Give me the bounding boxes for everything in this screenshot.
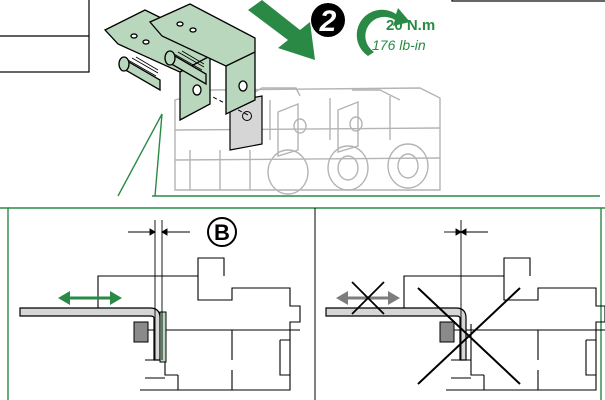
correct-installation-detail: B [19, 217, 301, 391]
step-badge-icon: 2 [311, 3, 345, 38]
detail-panel-frame [0, 207, 605, 400]
breaker-body [174, 87, 441, 195]
large-cross-mark-icon [417, 287, 521, 385]
callout-letter: B [214, 220, 230, 245]
top-left-frame [0, 0, 90, 73]
torque-rotation-icon [356, 8, 410, 56]
callout-badge: B [207, 217, 237, 247]
push-arrow-icon [248, 0, 315, 60]
cross-mark-icon [351, 281, 385, 315]
torque-imperial: 176 lb-in [372, 37, 426, 53]
incorrect-installation-detail [325, 220, 605, 391]
top-right-frame [451, 0, 605, 2]
horizontal-double-arrow-icon [58, 291, 122, 305]
zoom-indicator-lines [117, 113, 600, 197]
step-number: 2 [319, 5, 337, 38]
torque-metric: 20 N.m [386, 17, 435, 34]
connection-brackets [103, 3, 256, 122]
